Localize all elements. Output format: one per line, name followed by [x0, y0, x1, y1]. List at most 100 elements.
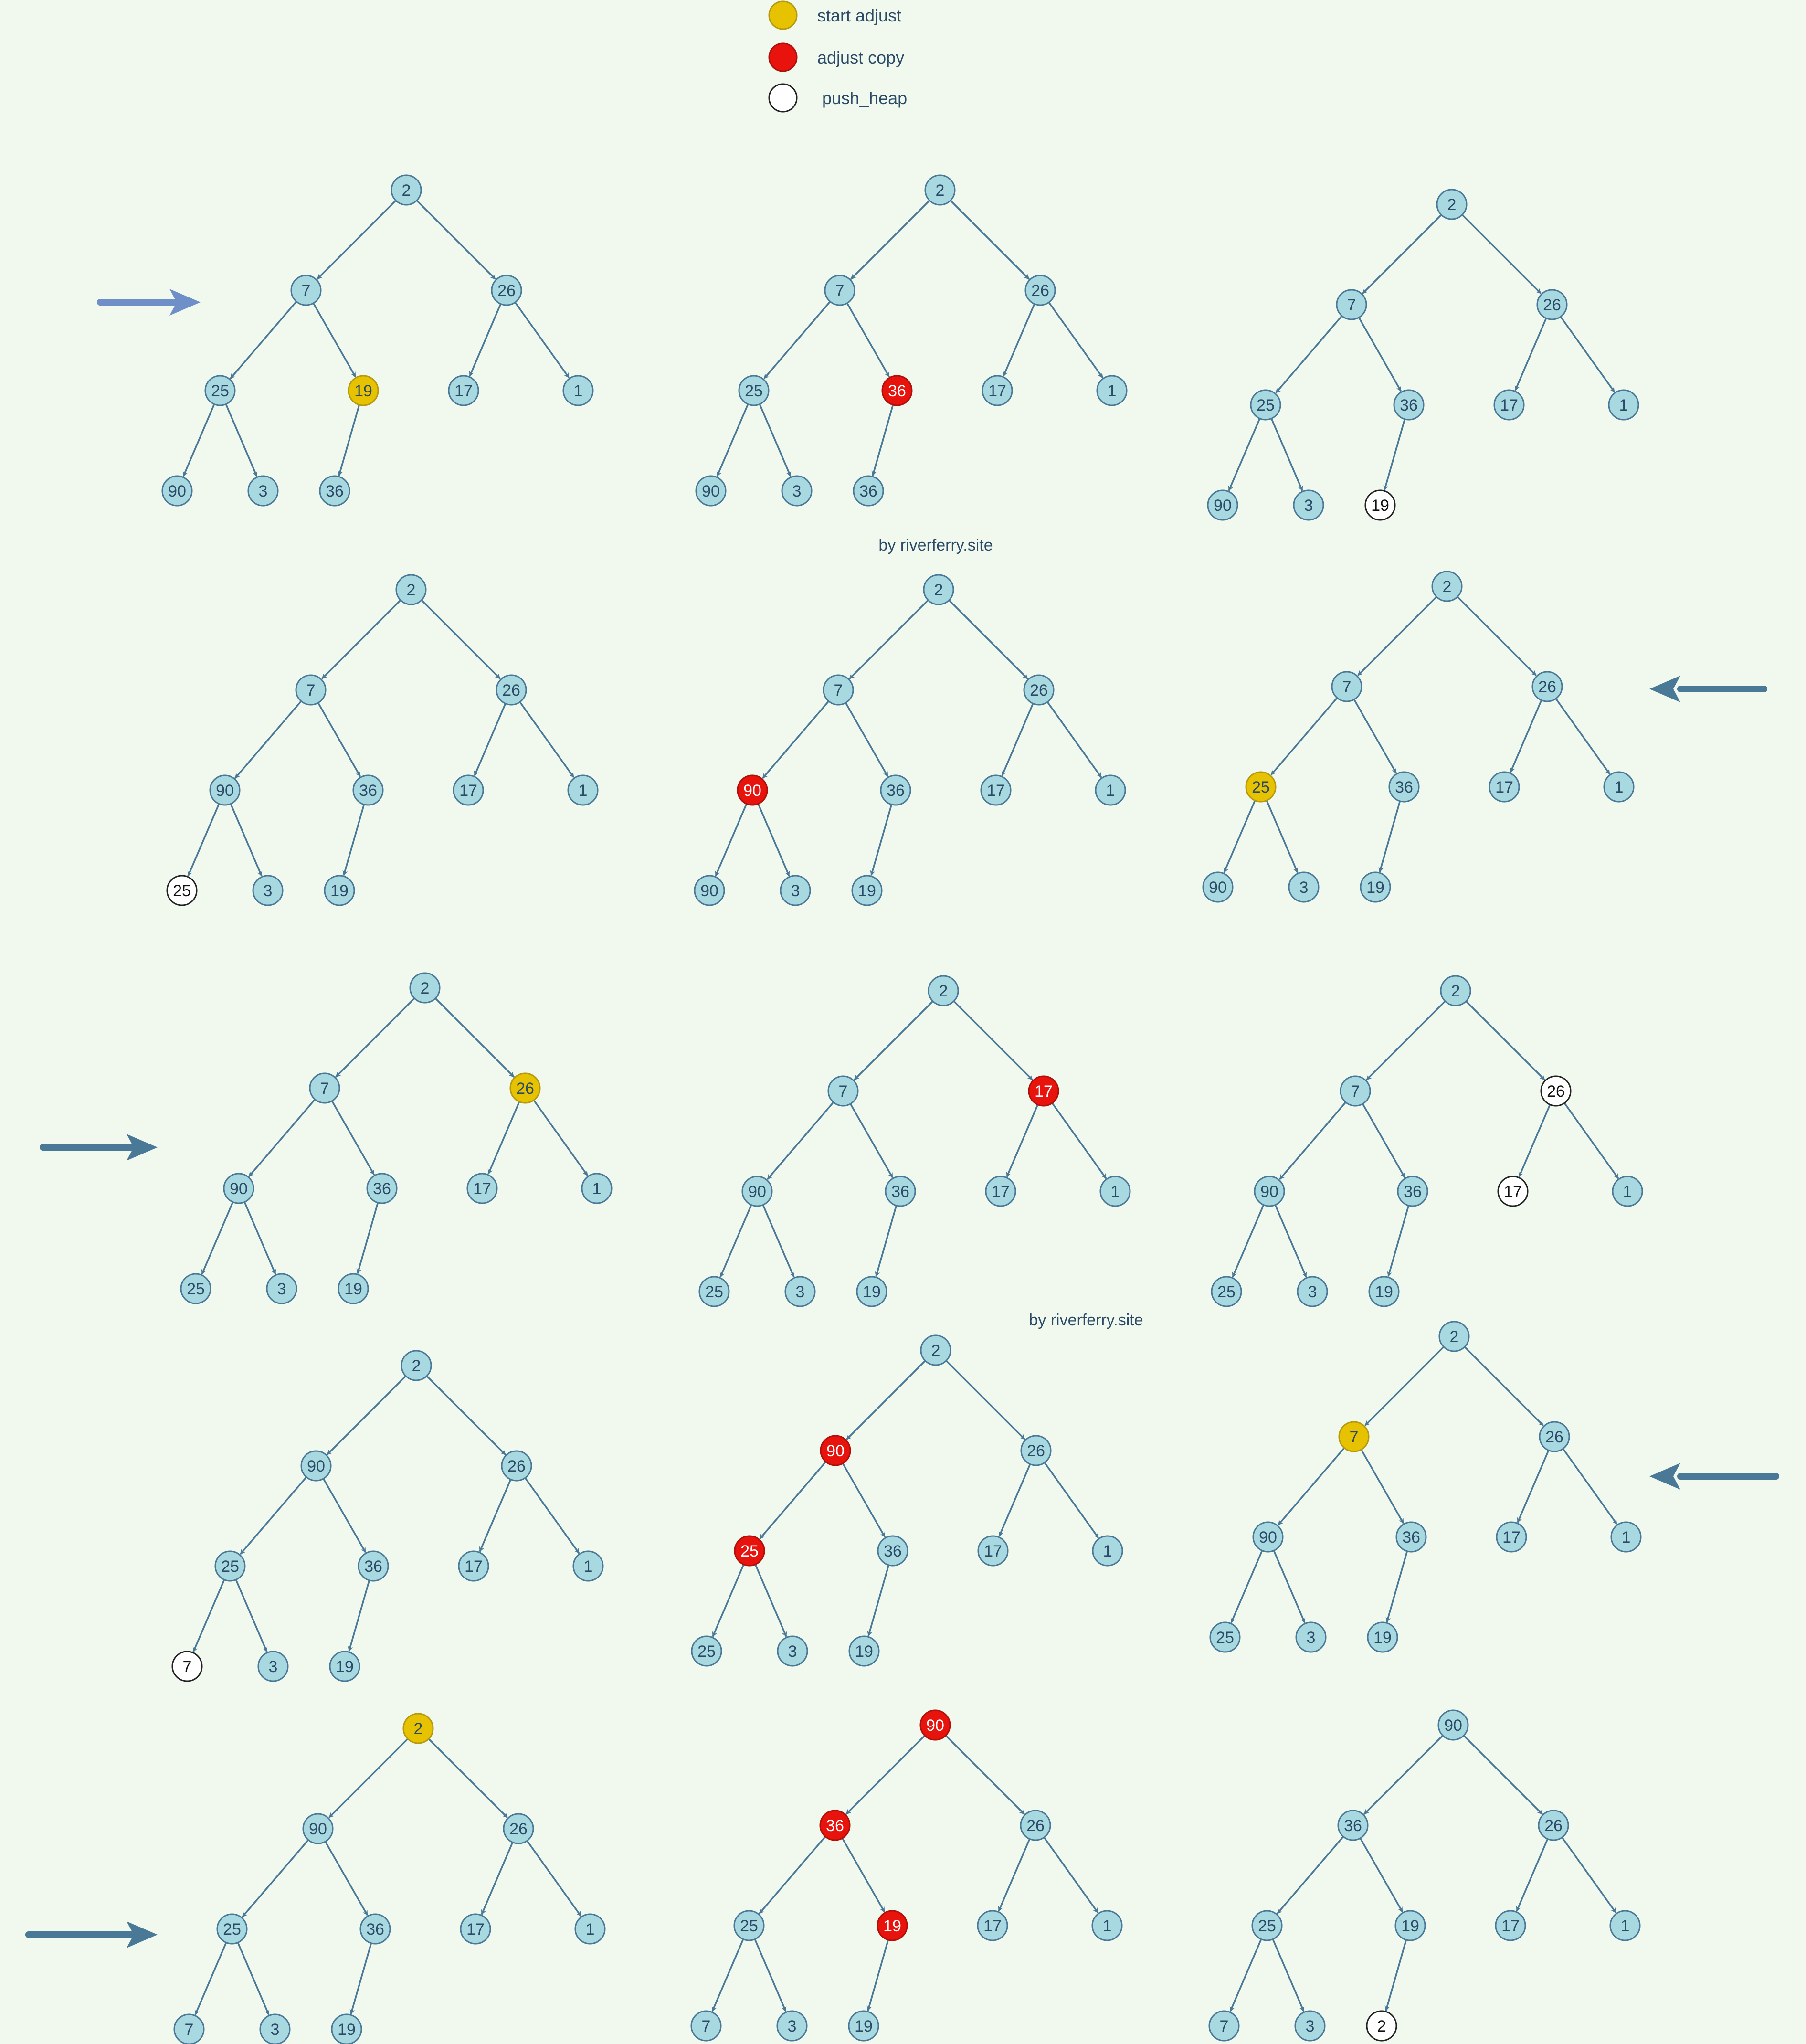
node-value: 25	[1252, 778, 1270, 796]
node-value: 25	[1216, 1629, 1234, 1647]
tree-node: 25	[698, 1276, 730, 1307]
node-value: 26	[1026, 1817, 1045, 1835]
tree-node: 3	[257, 1651, 289, 1682]
node-value: 36	[826, 1817, 844, 1835]
tree-edge	[1516, 1838, 1549, 1912]
node-value: 7	[1220, 2017, 1229, 2035]
legend-item-adjust-copy: adjust copy	[768, 42, 904, 72]
tree-edge	[867, 1565, 890, 1637]
arrow-right	[25, 1921, 158, 1948]
tree-edge	[230, 301, 297, 380]
node-circle	[252, 875, 284, 906]
tree-edge	[348, 1580, 370, 1652]
tree-edge	[1510, 699, 1542, 773]
node-circle	[1096, 375, 1128, 406]
node-circle	[923, 574, 954, 605]
tree-edge	[945, 1735, 1025, 1815]
tree-node: 1	[1092, 1535, 1123, 1567]
tree-node: 2	[401, 1350, 432, 1381]
tree-edge	[434, 997, 515, 1078]
node-circle	[924, 174, 956, 206]
node-value: 26	[1031, 282, 1049, 300]
node-value: 2	[1450, 1328, 1459, 1346]
legend-label: start adjust	[817, 6, 901, 25]
node-circle	[741, 1176, 773, 1207]
tree-edge	[850, 200, 930, 280]
node-value: 3	[1307, 1629, 1316, 1647]
arrow-right	[97, 289, 201, 316]
tree-edge	[243, 1201, 276, 1275]
tree-node: 17	[982, 375, 1013, 406]
node-value: 7	[320, 1080, 329, 1098]
node-value: 3	[264, 882, 273, 900]
node-circle	[358, 1550, 389, 1582]
tree-edge	[1360, 1449, 1405, 1524]
node-value: 36	[1402, 1528, 1420, 1546]
tree-node-copy: 90	[919, 1709, 951, 1741]
tree-edge	[1555, 698, 1611, 775]
watermark: by riverferry.site	[878, 536, 993, 554]
node-circle	[359, 1913, 391, 1945]
tree-node: 26	[1539, 1421, 1570, 1452]
node-value: 17	[987, 782, 1005, 800]
tree-node: 36	[853, 475, 884, 507]
node-value: 3	[1299, 879, 1309, 897]
tree-edge	[1006, 1104, 1039, 1177]
node-value: 25	[697, 1642, 716, 1661]
tree-node: 19	[1360, 871, 1391, 903]
node-circle	[1608, 389, 1639, 421]
tree-node-push: 26	[1540, 1075, 1572, 1107]
tree-node: 36	[1395, 1521, 1427, 1553]
tree-edge	[1364, 1346, 1445, 1426]
tree-node: 3	[1297, 1276, 1328, 1307]
tree-node: 26	[1538, 1810, 1569, 1841]
tree-edge	[349, 1943, 372, 2015]
tree-node: 3	[781, 475, 813, 507]
node-circle	[166, 875, 198, 906]
tree-node: 2	[391, 174, 422, 206]
tree-edge	[1383, 419, 1406, 491]
node-circle	[1440, 975, 1471, 1006]
node-circle	[1091, 1910, 1123, 1941]
node-circle	[300, 1450, 332, 1482]
node-circle	[1338, 1421, 1370, 1452]
node-circle	[1209, 1621, 1241, 1653]
node-value: 25	[187, 1280, 205, 1298]
tree-edge	[321, 599, 401, 679]
tree-node-push: 25	[166, 875, 198, 906]
node-value: 17	[1035, 1082, 1053, 1101]
tree-node: 1	[1609, 1910, 1641, 1941]
tree-edge	[194, 1942, 227, 2015]
node-value: 1	[1103, 1917, 1112, 1935]
node-value: 1	[1623, 1183, 1632, 1201]
node-value: 36	[888, 382, 906, 400]
tree-node: 25	[738, 375, 770, 406]
tree-node: 26	[501, 1450, 532, 1482]
node-value: 90	[168, 482, 186, 500]
node-circle	[491, 275, 522, 306]
tree-node: 17	[980, 774, 1012, 806]
node-circle	[1497, 1176, 1529, 1207]
tree-edge	[866, 1939, 889, 2012]
tree-edge	[1277, 1836, 1344, 1915]
node-value: 3	[259, 482, 268, 500]
node-circle	[1297, 1276, 1328, 1307]
tree-node: 17	[977, 1535, 1009, 1567]
tree-node: 7	[1340, 1075, 1371, 1107]
node-value: 7	[185, 2021, 194, 2039]
tree-node: 7	[823, 674, 854, 706]
node-value: 2	[414, 1720, 423, 1738]
node-circle	[214, 1550, 246, 1582]
node-circle	[877, 1910, 908, 1941]
node-value: 2	[412, 1357, 421, 1375]
tree-edge	[1278, 1447, 1345, 1526]
node-value: 26	[509, 1820, 528, 1838]
tree-edge	[312, 303, 357, 378]
tree-node: 26	[1020, 1435, 1052, 1466]
tree-node: 1	[1610, 1521, 1642, 1553]
node-value: 2	[934, 581, 943, 599]
node-circle	[1336, 289, 1367, 320]
